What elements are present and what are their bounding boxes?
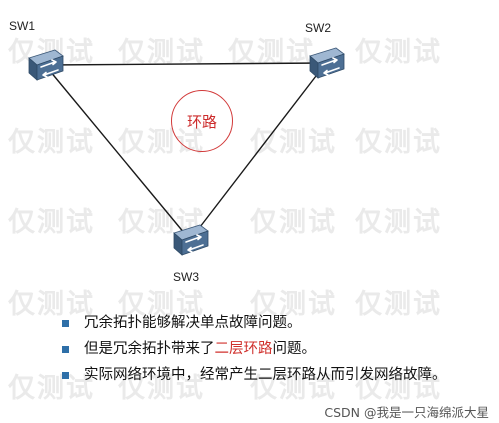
bullet-text: 问题。 bbox=[272, 341, 317, 357]
square-bullet-icon bbox=[62, 346, 69, 353]
bullet-item: 实际网络环境中，经常产生二层环路从而引发网络故障。 bbox=[62, 364, 447, 390]
square-bullet-icon bbox=[62, 372, 69, 379]
network-switch-graphic bbox=[173, 224, 209, 256]
node-label-sw3: SW3 bbox=[173, 270, 200, 284]
network-switch-graphic bbox=[309, 47, 345, 79]
node-label-sw1: SW1 bbox=[9, 19, 36, 33]
network-switch-icon bbox=[170, 223, 210, 257]
bullet-list: 冗余拓扑能够解决单点故障问题。 但是冗余拓扑带来了二层环路问题。 实际网络环境中… bbox=[62, 312, 447, 390]
bullet-item: 但是冗余拓扑带来了二层环路问题。 bbox=[62, 338, 447, 364]
bullet-text: 但是冗余拓扑带来了 bbox=[84, 341, 215, 357]
link-line bbox=[44, 64, 191, 241]
network-switch-icon bbox=[25, 48, 65, 82]
credit-text: CSDN @我是一只海绵派大星 bbox=[324, 405, 489, 420]
bullet-highlight: 二层环路 bbox=[214, 341, 273, 357]
link-line bbox=[189, 62, 327, 241]
bullet-text: 冗余拓扑能够解决单点故障问题。 bbox=[84, 315, 302, 331]
loop-badge: 环路 bbox=[171, 90, 233, 152]
network-switch-graphic bbox=[28, 49, 64, 81]
bullet-text: 实际网络环境中，经常产生二层环路从而引发网络故障。 bbox=[84, 367, 447, 383]
network-switch-icon bbox=[306, 46, 346, 80]
square-bullet-icon bbox=[62, 320, 69, 327]
loop-label: 环路 bbox=[186, 112, 217, 131]
link-line bbox=[44, 62, 327, 66]
bullet-item: 冗余拓扑能够解决单点故障问题。 bbox=[62, 312, 447, 338]
node-label-sw2: SW2 bbox=[305, 21, 332, 35]
